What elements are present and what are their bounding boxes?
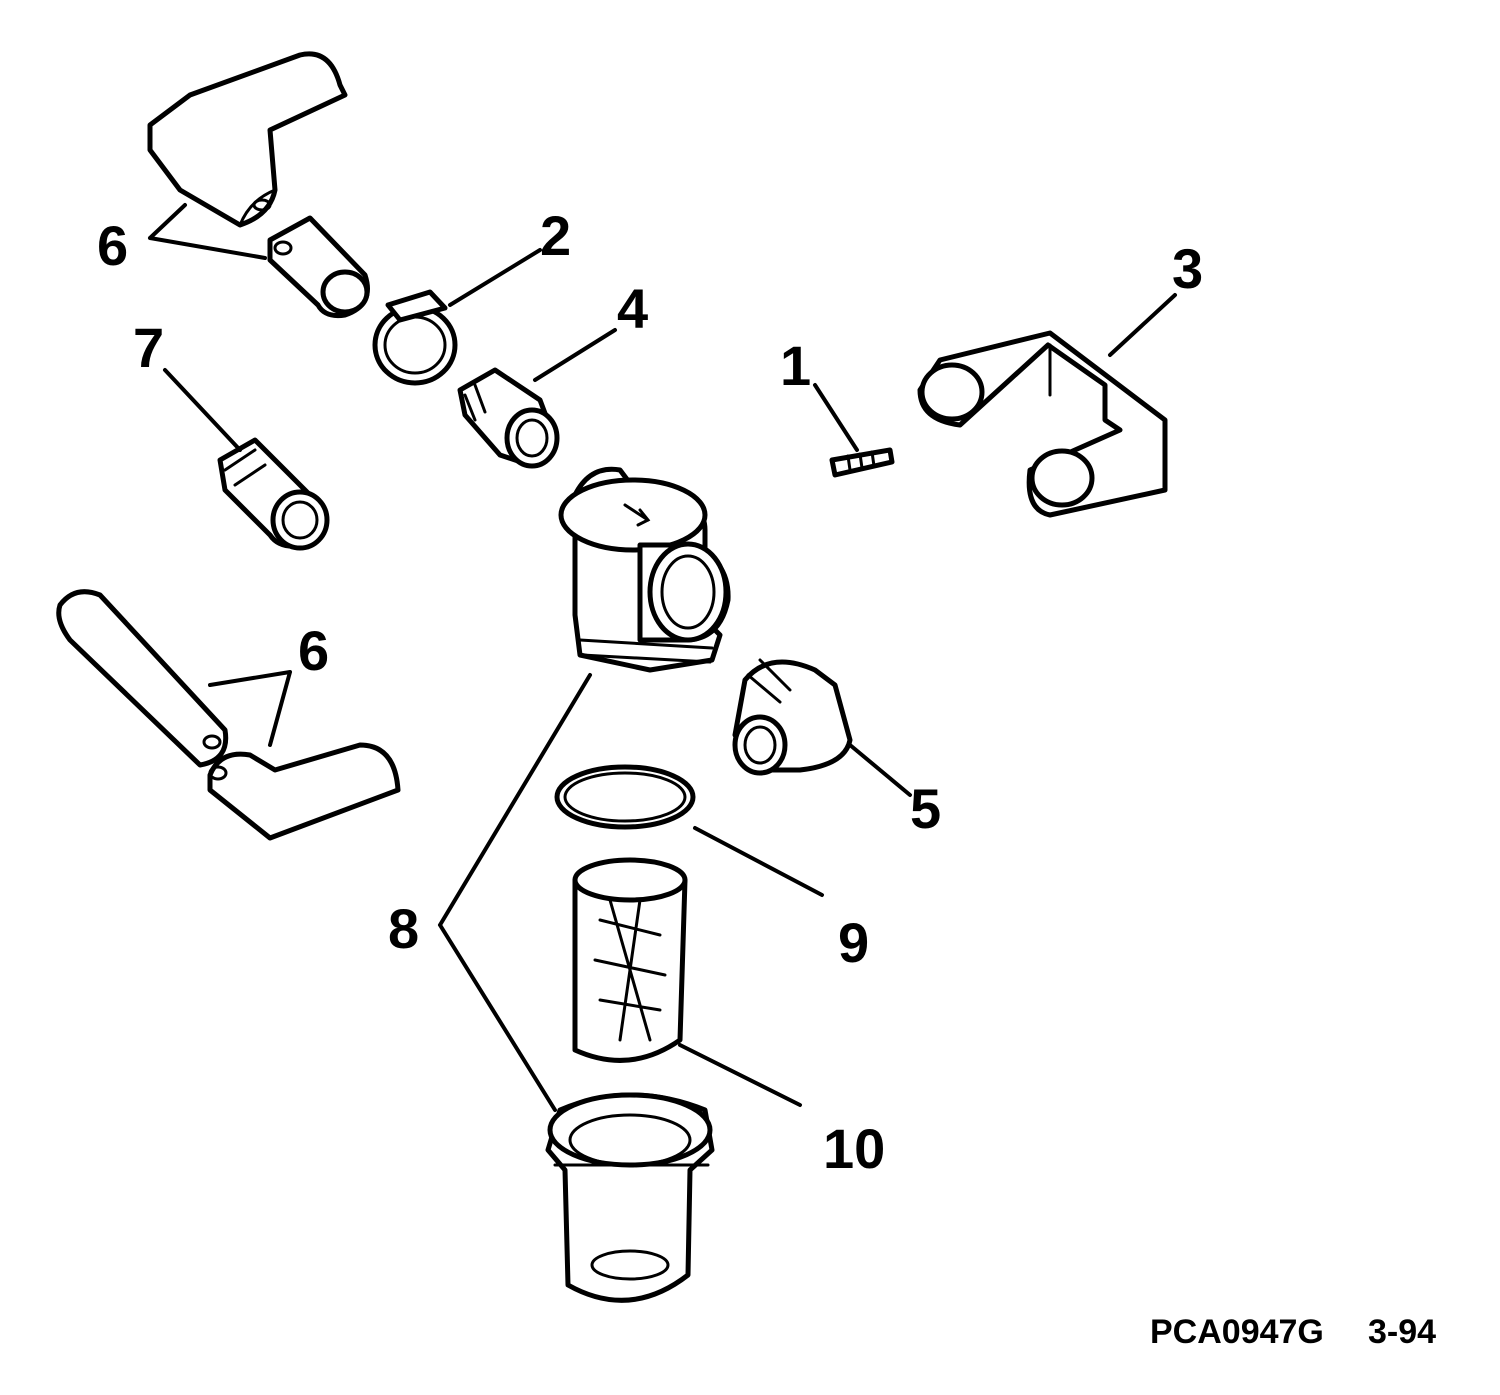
callout-6-bottom: 6 bbox=[298, 619, 329, 682]
footer: PCA0947G 3-94 bbox=[1150, 1313, 1436, 1351]
callout-labels: 1 2 3 4 5 6 6 7 8 9 10 bbox=[97, 204, 1203, 1180]
hose-clamp bbox=[372, 289, 458, 386]
callout-6-top: 6 bbox=[97, 214, 128, 277]
leader-9 bbox=[693, 826, 824, 897]
drawing-id: PCA0947G bbox=[1150, 1313, 1324, 1351]
hose-adapter bbox=[217, 437, 330, 551]
callout-4: 4 bbox=[617, 277, 648, 340]
callout-8: 8 bbox=[388, 897, 419, 960]
mounting-bracket bbox=[917, 330, 1168, 518]
leader-6-bottom bbox=[208, 670, 292, 747]
date-code: 3-94 bbox=[1368, 1313, 1436, 1351]
straight-hose-bottom bbox=[56, 589, 229, 768]
leader-6-top bbox=[148, 203, 267, 260]
leader-10 bbox=[678, 1043, 802, 1107]
strainer-housing-head bbox=[558, 466, 731, 673]
elbow-hose-bottom bbox=[207, 742, 401, 841]
strainer-bowl bbox=[545, 1092, 715, 1303]
callout-7: 7 bbox=[133, 316, 164, 379]
callout-1: 1 bbox=[780, 334, 811, 397]
leader-1 bbox=[813, 383, 859, 452]
callout-10: 10 bbox=[823, 1117, 885, 1180]
callout-3: 3 bbox=[1172, 237, 1203, 300]
mounting-screw bbox=[829, 447, 895, 478]
leader-lines bbox=[148, 203, 1177, 1112]
callout-2: 2 bbox=[540, 204, 571, 267]
elbow-hose-top bbox=[147, 51, 348, 228]
leader-7 bbox=[163, 368, 242, 452]
callout-5: 5 bbox=[910, 777, 941, 840]
leader-8 bbox=[438, 673, 592, 1112]
callout-9: 9 bbox=[838, 911, 869, 974]
leader-4 bbox=[533, 328, 617, 382]
barbed-fitting bbox=[457, 367, 560, 469]
short-hose-top bbox=[267, 215, 370, 318]
o-ring bbox=[554, 764, 696, 830]
strainer-screen bbox=[572, 857, 688, 1063]
leader-5 bbox=[848, 743, 912, 797]
leader-3 bbox=[1108, 293, 1177, 357]
leader-2 bbox=[448, 248, 542, 307]
elbow-fitting bbox=[732, 658, 853, 776]
